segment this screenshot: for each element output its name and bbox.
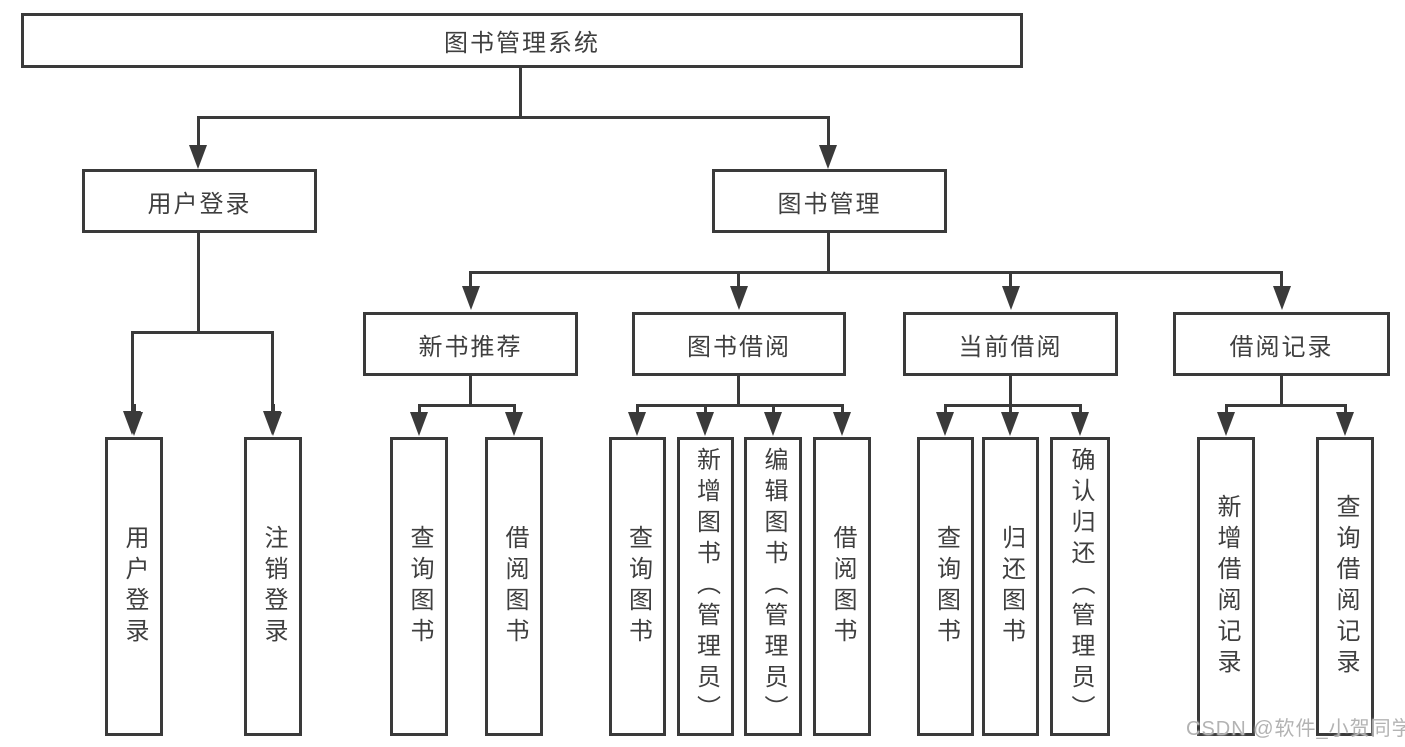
connector-line [131, 331, 134, 411]
connector-line [737, 271, 740, 286]
arrow-head [125, 412, 143, 436]
arrow-head [696, 412, 714, 436]
node-label: 注销登录 [260, 524, 287, 649]
node-label: 查询图书 [624, 524, 652, 649]
arrow-head [833, 412, 851, 436]
node-label: 借阅记录 [1229, 333, 1334, 361]
arrow-head [410, 412, 428, 436]
leaf-logout: 注销登录 [244, 437, 302, 736]
leaf-add-borrow-record: 新增借阅记录 [1197, 437, 1255, 736]
connector-line [636, 404, 639, 414]
node-label: 新书推荐 [418, 333, 523, 361]
connector-line [469, 271, 1283, 274]
connector-line [704, 404, 707, 414]
node-borrowing-records: 借阅记录 [1173, 312, 1390, 376]
arrow-head [936, 412, 954, 436]
connector-line [827, 233, 830, 273]
leaf-return-book: 归还图书 [982, 437, 1039, 736]
arrow-head [1336, 412, 1354, 436]
connector-line [944, 404, 947, 414]
leaf-query-borrow-record: 查询借阅记录 [1316, 437, 1374, 736]
node-root: 图书管理系统 [21, 13, 1023, 68]
arrow-head [1217, 412, 1235, 436]
connector-line [197, 232, 200, 334]
connector-line [737, 376, 740, 406]
node-label: 借阅图书 [501, 524, 528, 649]
node-book-borrowing: 图书借阅 [632, 312, 846, 376]
connector-line [1079, 404, 1082, 414]
arrow-head [730, 286, 748, 310]
arrow-head [1273, 286, 1291, 310]
connector-line [1225, 404, 1228, 414]
node-book-management: 图书管理 [712, 169, 947, 233]
node-label: 图书管理 [777, 190, 882, 218]
arrow-head [462, 286, 480, 310]
connector-line [827, 116, 830, 146]
leaf-user-login: 用户登录 [105, 437, 163, 736]
connector-line [418, 404, 516, 407]
node-label: 当前借阅 [958, 333, 1063, 361]
connector-line [772, 404, 775, 414]
connector-line [519, 68, 522, 118]
node-label: 编辑图书（管理员） [760, 447, 787, 726]
leaf-confirm-return-admin: 确认归还（管理员） [1050, 437, 1110, 736]
connector-line [272, 404, 275, 414]
connector-line [1009, 404, 1012, 414]
node-label: 确认归还（管理员） [1067, 447, 1094, 726]
connector-line [131, 331, 274, 334]
arrow-head [1001, 412, 1019, 436]
node-label: 用户登录 [147, 190, 252, 218]
connector-line [513, 404, 516, 414]
connector-line [197, 116, 830, 119]
connector-line [1225, 404, 1346, 407]
connector-line [469, 271, 472, 286]
node-label: 查询图书 [406, 524, 433, 649]
connector-line [1344, 404, 1347, 414]
node-label: 新增借阅记录 [1213, 493, 1240, 680]
connector-line [636, 404, 843, 407]
watermark: CSDN @软件_小贺同学 [1186, 718, 1405, 740]
connector-line [1009, 271, 1012, 286]
node-current-borrowing: 当前借阅 [903, 312, 1118, 376]
leaf-add-book-admin: 新增图书（管理员） [677, 437, 734, 736]
node-new-book-recommend: 新书推荐 [363, 312, 578, 376]
node-label: 图书借阅 [687, 333, 791, 361]
arrow-head [505, 412, 523, 436]
node-label: 用户登录 [121, 524, 148, 649]
arrow-head [264, 412, 282, 436]
connector-line [197, 116, 200, 146]
leaf-edit-book-admin: 编辑图书（管理员） [744, 437, 802, 736]
leaf-query-books-recommend: 查询图书 [390, 437, 448, 736]
node-label: 借阅图书 [829, 524, 856, 649]
connector-line [1280, 271, 1283, 286]
node-user-login: 用户登录 [82, 169, 317, 233]
arrow-head [764, 412, 782, 436]
connector-line [133, 404, 136, 414]
connector-line [1009, 376, 1012, 406]
arrow-head [1071, 412, 1089, 436]
leaf-borrow-books-borrowing: 借阅图书 [813, 437, 871, 736]
arrow-head [819, 145, 837, 169]
leaf-query-books-current: 查询图书 [917, 437, 974, 736]
connector-line [469, 376, 472, 406]
node-label: 新增图书（管理员） [692, 447, 720, 726]
leaf-borrow-books-recommend: 借阅图书 [485, 437, 543, 736]
node-label: 查询图书 [932, 524, 960, 649]
arrow-head [1002, 286, 1020, 310]
node-label: 查询借阅记录 [1332, 493, 1359, 680]
node-label: 归还图书 [997, 524, 1025, 649]
arrow-head [189, 145, 207, 169]
connector-line [271, 331, 274, 411]
connector-line [841, 404, 844, 414]
connector-line [1280, 376, 1283, 406]
connector-line [944, 404, 1081, 407]
leaf-query-books-borrowing: 查询图书 [609, 437, 666, 736]
node-label: 图书管理系统 [444, 30, 600, 57]
connector-line [418, 404, 421, 414]
arrow-head [628, 412, 646, 436]
